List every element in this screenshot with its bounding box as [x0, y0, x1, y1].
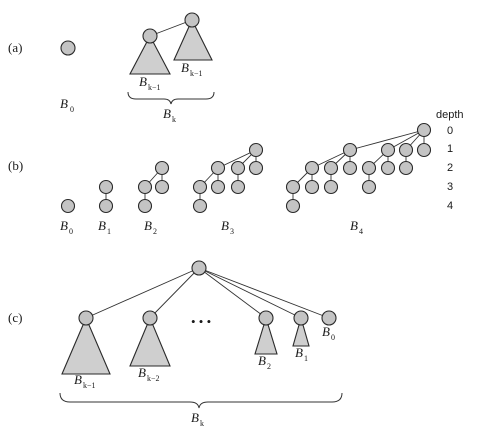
- b4-node: [398, 142, 414, 158]
- b-k-label-a: Bk: [163, 106, 176, 124]
- b4-node: [416, 142, 432, 158]
- ellipsis: • • •: [191, 314, 211, 329]
- b0-tree-node: [60, 198, 76, 214]
- b4-node: [304, 179, 320, 195]
- b4-node: [361, 179, 377, 195]
- depth-level-3: 3: [447, 181, 453, 193]
- b4-node: [342, 160, 358, 176]
- depth-level-0: 0: [447, 125, 453, 137]
- b2-node: [137, 198, 153, 214]
- b-k-minus-1-triangle: [61, 316, 111, 375]
- b3-node: [210, 179, 226, 195]
- b-k-brace-a: [127, 91, 215, 105]
- part-b-label: (b): [8, 158, 23, 173]
- b3-tree: [192, 142, 264, 214]
- b-k-minus-1-left-root: [142, 28, 158, 44]
- b-k-minus-1-right-label: Bk−1: [181, 60, 202, 78]
- b2-tree: [137, 160, 170, 214]
- b2-triangle: [254, 316, 278, 355]
- b1-subtree-root: [293, 310, 309, 326]
- b2-label: B2: [144, 218, 157, 236]
- b1-child: [98, 198, 114, 214]
- b2-node: [137, 179, 153, 195]
- b-k-minus-1-root: [78, 310, 94, 326]
- b3-label: B3: [221, 218, 234, 236]
- b3-node: [210, 160, 226, 176]
- b-k-minus-2-root: [142, 310, 158, 326]
- depth-level-2: 2: [447, 162, 453, 174]
- b-k-label-c: Bk: [191, 410, 204, 428]
- bk-root: [191, 260, 207, 276]
- b0-subtree-root: [321, 310, 337, 326]
- b2-root: [154, 160, 170, 176]
- b4-node: [361, 160, 377, 176]
- b0-subscript: 0: [70, 105, 74, 114]
- b4-node: [304, 160, 320, 176]
- b2-subtree-label: B2: [258, 353, 271, 371]
- b1-triangle: [292, 315, 310, 347]
- b4-tree: [285, 122, 432, 214]
- part-b: (b) B0 B1 B2: [8, 122, 432, 236]
- b4-root: [416, 122, 432, 138]
- b3-node: [230, 179, 246, 195]
- b3-node: [192, 179, 208, 195]
- b3-root: [248, 142, 264, 158]
- depth-level-1: 1: [447, 143, 453, 155]
- b4-label: B4: [350, 218, 363, 236]
- b0-symbol: B: [60, 96, 68, 111]
- b-k-minus-1-right-triangle: [173, 18, 213, 61]
- b-k-minus-1-left-label: Bk−1: [139, 74, 160, 92]
- b-k-minus-1-label: Bk−1: [74, 372, 95, 390]
- b1-label: B1: [98, 218, 111, 236]
- depth-level-4: 4: [447, 200, 453, 212]
- b4-node: [380, 160, 396, 176]
- b-k-minus-2-label: Bk−2: [138, 365, 159, 383]
- b4-node: [323, 160, 339, 176]
- part-a-label: (a): [8, 40, 22, 55]
- b1-subtree-label: B1: [295, 345, 308, 363]
- depth-legend: depth 0 1 2 3 4: [436, 109, 464, 212]
- b-k-minus-1-left-triangle: [129, 34, 171, 75]
- b-k-brace-c: [59, 392, 343, 409]
- b1-root: [98, 179, 114, 195]
- b3-node: [248, 160, 264, 176]
- b4-node: [323, 179, 339, 195]
- b0-subtree-label: B0: [322, 324, 335, 342]
- b-k-minus-1-right-root: [184, 12, 200, 28]
- b4-node: [342, 142, 358, 158]
- b0-label-b: B0: [60, 218, 73, 236]
- b-k-minus-2-triangle: [129, 316, 171, 367]
- b3-node: [230, 160, 246, 176]
- depth-title: depth: [436, 109, 464, 121]
- b4-node: [285, 198, 301, 214]
- b1-tree: [98, 179, 114, 214]
- part-c: (c) • • • Bk−1 Bk−2 B2 B1 B0 Bk: [8, 260, 343, 428]
- part-c-label: (c): [8, 310, 22, 325]
- b0-node: [60, 40, 76, 56]
- b3-node: [192, 198, 208, 214]
- b2-subtree-root: [258, 310, 274, 326]
- b4-node: [380, 142, 396, 158]
- b2-node: [154, 179, 170, 195]
- b4-node: [398, 160, 414, 176]
- b4-node: [285, 179, 301, 195]
